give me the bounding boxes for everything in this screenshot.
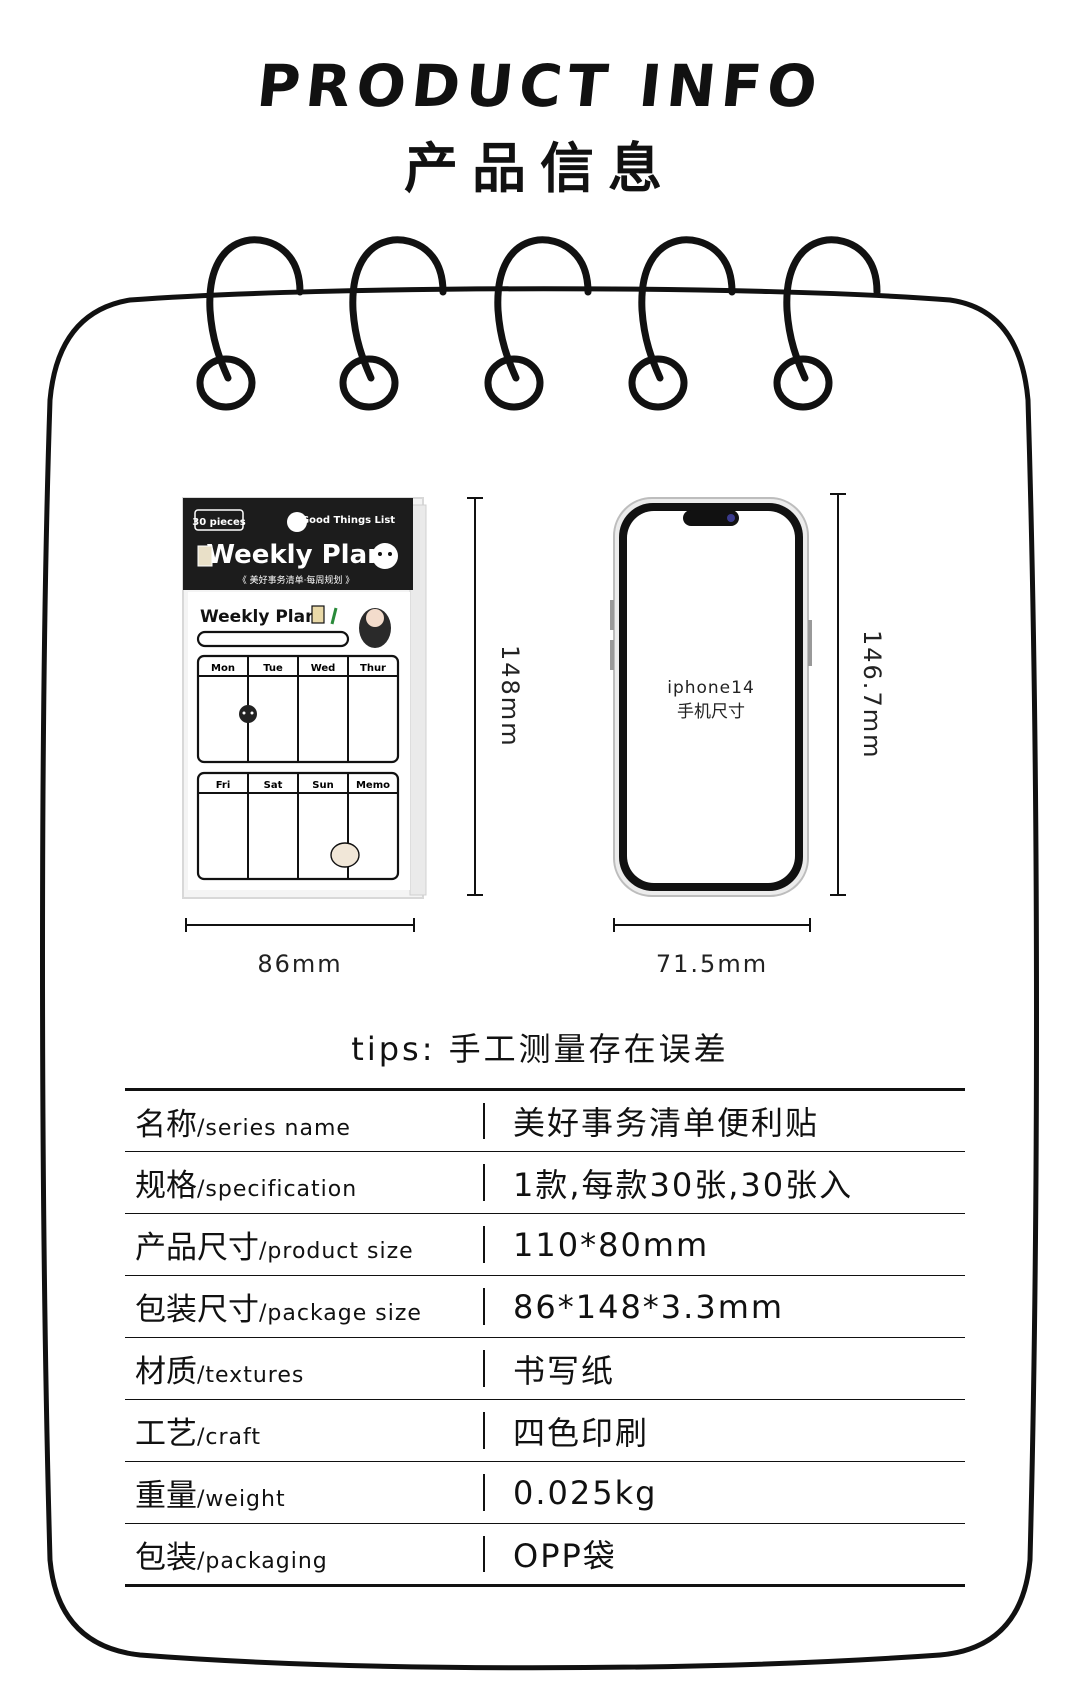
spiral-rings [196, 236, 881, 411]
cat-icon [372, 543, 398, 569]
spec-value: 110*80mm [513, 1225, 710, 1264]
spec-key-cn: 包装尺寸 [135, 1292, 259, 1328]
package-tagline: 《 美好事务清单·每周规划 》 [238, 574, 355, 586]
spec-table: 名称/series name 美好事务清单便利贴 规格/specificatio… [125, 1088, 965, 1587]
spec-key-en: /series name [197, 1115, 351, 1141]
package-height-dimension-line [467, 497, 483, 896]
note-icon [197, 545, 213, 567]
spec-value: 四色印刷 [513, 1413, 650, 1452]
package-subtitle: Good Things List [301, 515, 395, 526]
day-label-top-4: Thur [360, 663, 386, 674]
day-label-top-1: Mon [211, 663, 235, 674]
spec-key-cn: 包装 [135, 1539, 197, 1576]
table-row: 包装尺寸/package size 86*148*3.3mm [125, 1276, 965, 1338]
spiral-ring-5 [773, 236, 881, 411]
phone-label-line2: 手机尺寸 [677, 702, 745, 722]
day-label-bottom-1: Fri [216, 780, 231, 791]
phone-width-dimension-line [613, 918, 811, 932]
phone-height-dimension-line [830, 493, 846, 896]
spec-value: OPP袋 [513, 1537, 617, 1575]
spiral-ring-1 [196, 236, 304, 411]
spec-value: 86*148*3.3mm [513, 1287, 785, 1326]
phone-width-label: 71.5mm [655, 950, 769, 978]
package-width-label: 86mm [257, 950, 343, 978]
dog-sticker-icon [330, 842, 360, 868]
spec-key-en: /product size [259, 1239, 414, 1264]
spec-key-en: /textures [197, 1363, 305, 1388]
spec-key-cn: 工艺 [135, 1416, 197, 1452]
spec-key-en: /package size [259, 1301, 422, 1326]
spec-value: 书写纸 [513, 1351, 616, 1390]
pieces-badge [194, 509, 244, 531]
table-row: 包装/packaging OPP袋 [125, 1524, 965, 1586]
day-label-top-3: Wed [311, 663, 336, 674]
table-row: 工艺/craft 四色印刷 [125, 1400, 965, 1462]
table-row: 重量/weight 0.025kg [125, 1462, 965, 1524]
dynamic-island [683, 510, 739, 526]
spec-key-en: /weight [197, 1487, 286, 1512]
day-label-bottom-2: Sat [264, 780, 283, 791]
spiral-ring-2 [339, 236, 447, 411]
day-label-bottom-3: Sun [312, 780, 333, 791]
pieces-badge-text: 30 pieces [192, 517, 245, 528]
spec-value: 0.025kg [513, 1473, 658, 1512]
package-brand-title: Weekly Plan [206, 540, 385, 570]
spec-key-en: /packaging [197, 1548, 328, 1574]
cat-sticker-icon [239, 705, 257, 723]
sheet-title: Weekly Plan [200, 607, 317, 627]
spec-key-cn: 产品尺寸 [135, 1230, 259, 1266]
package-width-dimension-line [185, 918, 415, 932]
spec-key-cn: 重量 [135, 1478, 197, 1514]
spec-value: 1款,每款30张,30张入 [513, 1165, 854, 1204]
day-label-top-2: Tue [263, 663, 283, 674]
spec-value: 美好事务清单便利贴 [513, 1104, 820, 1142]
tips-note: tips: 手工测量存在误差 [351, 1030, 729, 1068]
notebook-frame [40, 286, 1039, 1671]
table-row: 产品尺寸/product size 110*80mm [125, 1214, 965, 1276]
table-row: 名称/series name 美好事务清单便利贴 [125, 1089, 965, 1152]
spiral-ring-3 [484, 236, 592, 411]
spec-key-en: /specification [197, 1177, 358, 1202]
pen-icon [330, 607, 338, 625]
phone-label-line1: iphone14 [667, 678, 755, 698]
package-height-label: 148mm [496, 645, 524, 748]
spiral-ring-4 [628, 236, 736, 411]
table-row: 规格/specification 1款,每款30张,30张入 [125, 1152, 965, 1214]
phone-height-label: 146.7mm [858, 630, 886, 760]
page-title-cn: 产品信息 [404, 137, 676, 200]
day-label-bottom-4: Memo [356, 780, 390, 791]
table-row: 材质/textures 书写纸 [125, 1338, 965, 1400]
spec-key-en: /craft [197, 1425, 262, 1450]
product-package: 30 pieces Good Things List Weekly Plan 《… [182, 497, 427, 899]
notepad-icon [311, 605, 325, 624]
spec-key-cn: 材质 [135, 1354, 197, 1390]
spec-key-cn: 规格 [135, 1168, 197, 1204]
spec-key-cn: 名称 [135, 1106, 197, 1143]
phone-outline: iphone14 手机尺寸 [610, 497, 812, 897]
